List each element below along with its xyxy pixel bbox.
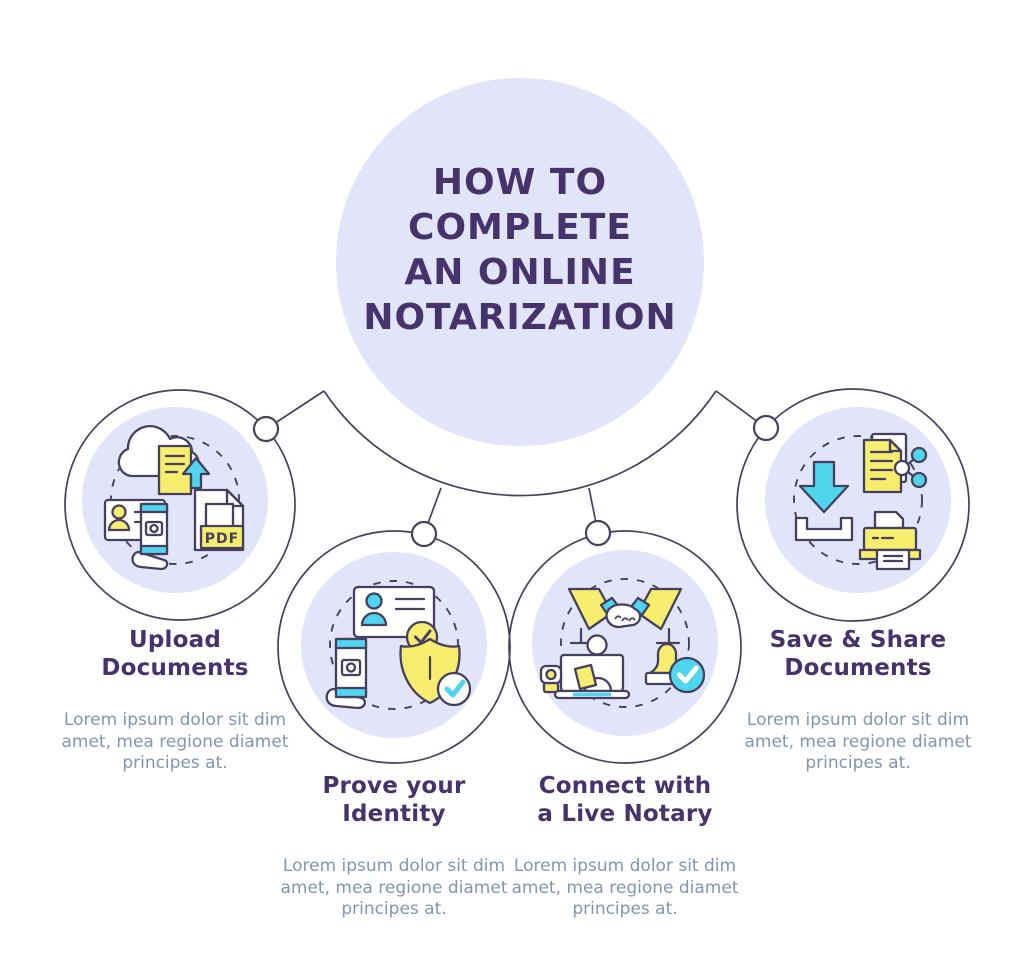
step-disc [532,550,718,736]
handshake-icon [567,587,683,645]
connector-node [752,414,780,442]
step1-heading: Upload Documents [101,627,249,681]
cloud-upload-icon [117,425,211,496]
step4-heading: Save & Share Documents [769,627,947,681]
download-icon [794,460,854,542]
step4-text-block: Save & Share Documents Lorem ipsum dolor… [728,607,988,794]
step2-description: Lorem ipsum dolor sit dim amet, mea regi… [280,856,508,919]
step2-icon-group [325,580,472,710]
step-ring [277,530,511,764]
step3-description: Lorem ipsum dolor sit dim amet, mea regi… [511,856,739,919]
video-call-icon [539,634,631,700]
dashed-circle [793,435,923,565]
dashed-circle [329,580,459,710]
step2-text-block: Prove your Identity Lorem ipsum dolor si… [264,753,524,940]
step4-icon-group [793,432,928,571]
step1-description: Lorem ipsum dolor sit dim amet, mea regi… [61,710,289,773]
connector-node [252,415,280,443]
document-share-icon [862,432,928,494]
shield-check-icon [399,637,472,707]
step1-icon-group: PDF [103,425,245,571]
step3-text-block: Connect with a Live Notary Lorem ipsum d… [495,753,755,940]
step3-icon-group [539,578,706,708]
pdf-file-icon: PDF [193,488,245,552]
step-ring [64,389,296,621]
step1-text-block: Upload Documents Lorem ipsum dolor sit d… [45,607,305,794]
stamp-check-icon [644,642,706,694]
step2-heading: Prove your Identity [322,773,466,827]
step4-description: Lorem ipsum dolor sit dim amet, mea regi… [744,710,972,773]
step3-heading: Connect with a Live Notary [537,773,713,827]
pdf-label-text: PDF [205,531,239,547]
phone-scan-icon [325,637,368,710]
step-ring [736,388,970,622]
connector-arc [323,390,717,497]
webcam-icon [539,664,563,694]
connector-node [584,519,612,547]
connector-node [410,520,438,548]
central-circle [336,78,704,446]
main-title: HOW TO COMPLETE AN ONLINE NOTARIZATION [363,162,677,338]
step-disc [765,407,951,593]
printer-icon [858,510,922,571]
step-ring [508,530,742,764]
id-card-phone-icon [103,498,169,571]
dashed-circle [560,578,690,708]
